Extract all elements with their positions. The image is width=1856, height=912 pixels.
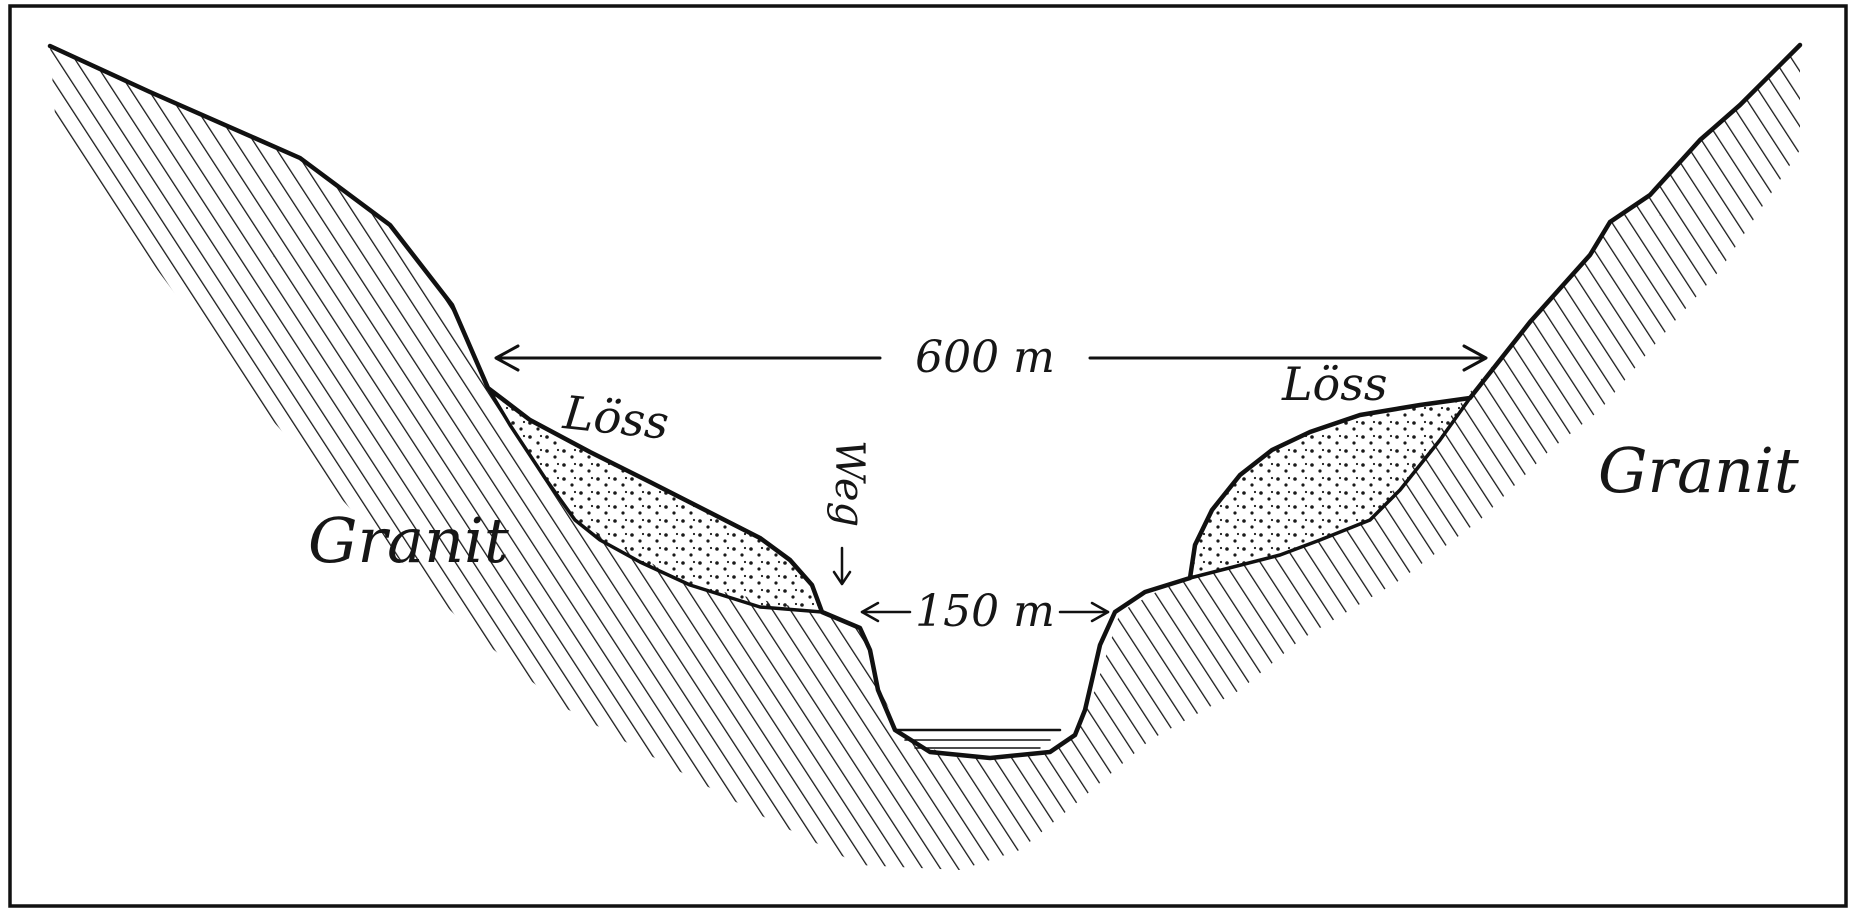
- label-weg: Weg: [826, 440, 872, 527]
- label-width-upper: 600 m: [915, 332, 1055, 383]
- label-loess-right: Löss: [1281, 357, 1387, 411]
- label-granit-right: Granit: [1598, 434, 1799, 507]
- weg-pointer-arrow: [834, 548, 850, 584]
- label-granit-left: Granit: [308, 504, 509, 577]
- label-loess-left: Löss: [560, 385, 672, 450]
- label-width-lower: 150 m: [915, 586, 1055, 637]
